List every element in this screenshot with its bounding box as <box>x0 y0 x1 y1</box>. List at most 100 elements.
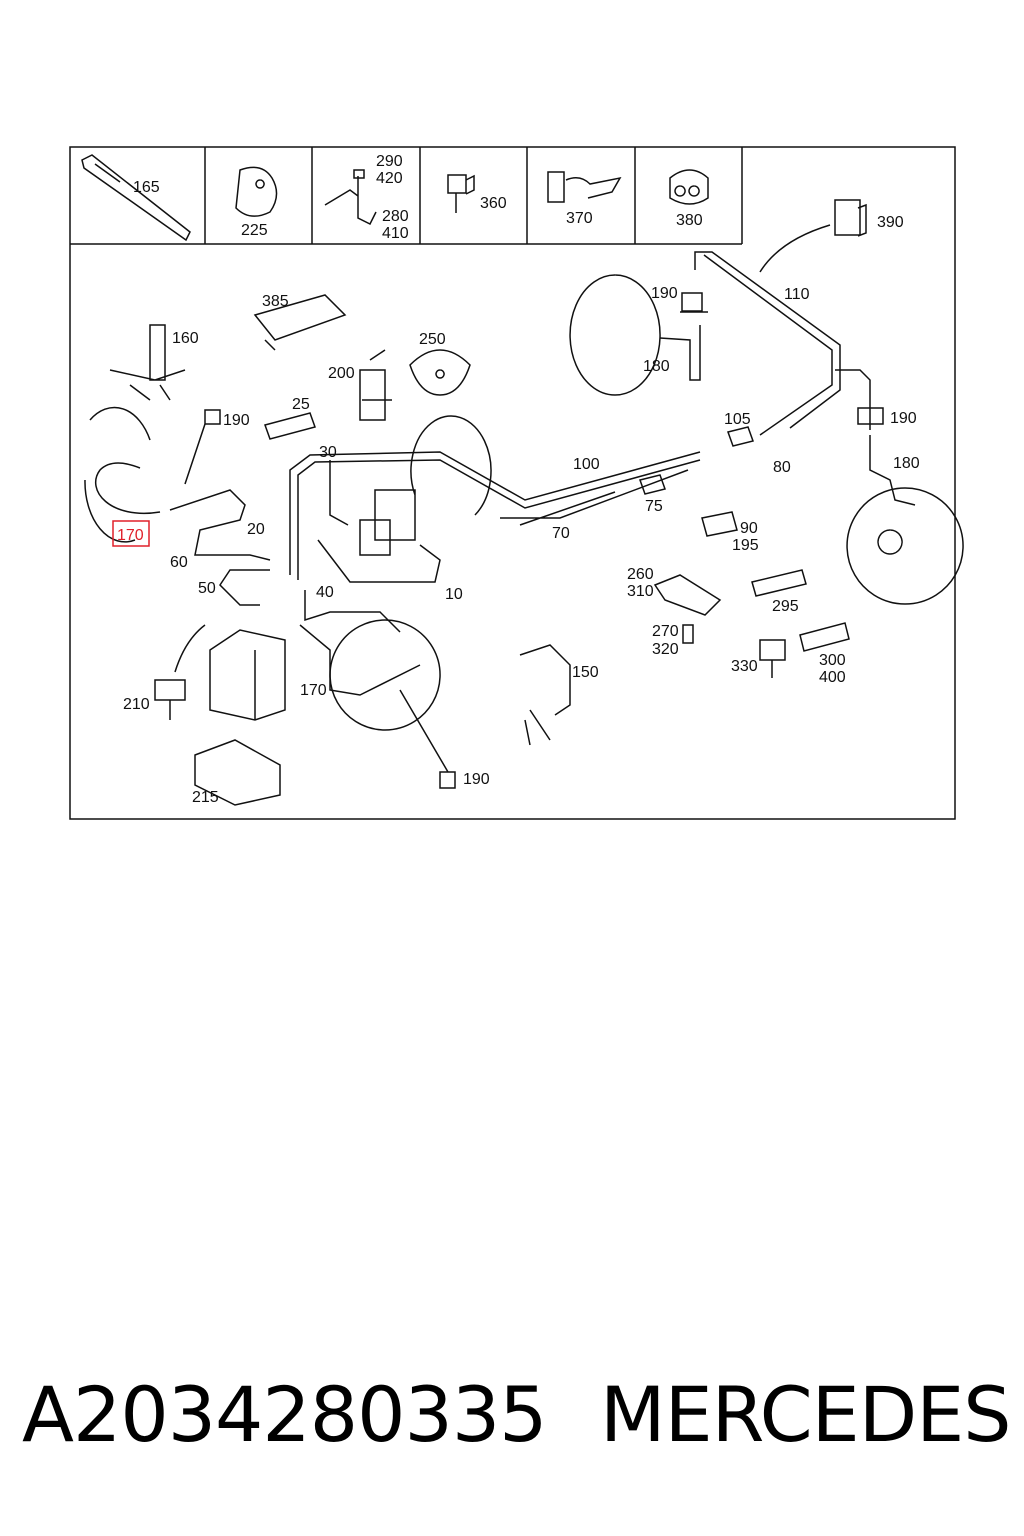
part-number: A2034280335 <box>22 1370 548 1459</box>
brake-line-100b <box>297 459 701 580</box>
sleeve-25 <box>264 412 316 440</box>
label-70: 70 <box>552 525 570 542</box>
bracket-160 <box>109 324 186 401</box>
label-180-a: 180 <box>643 358 670 375</box>
brake-line-110 <box>694 251 841 429</box>
label-170-b: 170 <box>300 682 327 699</box>
clamp-370-sketch <box>547 171 622 203</box>
brake-line-30 <box>329 460 349 526</box>
sleeve-295 <box>751 569 807 597</box>
sensor-150 <box>519 644 571 746</box>
diagram-frame <box>69 146 956 820</box>
brake-line-70-80 <box>500 469 689 526</box>
label-260: 260 <box>627 566 654 583</box>
label-190-d: 190 <box>463 771 490 788</box>
brake-line-rear-right <box>835 369 871 430</box>
clip-190-b <box>184 409 221 485</box>
label-215: 215 <box>192 789 219 806</box>
label-20: 20 <box>247 521 265 538</box>
label-380: 380 <box>676 212 703 229</box>
connector-330 <box>759 639 786 678</box>
label-330: 330 <box>731 658 758 675</box>
brake-hose-170-left <box>94 462 161 515</box>
brake-line-40 <box>304 590 401 633</box>
part-labels: 165 225 290 420 280 410 360 370 380 390 … <box>123 153 920 806</box>
cable-tie-sketch <box>81 154 191 242</box>
label-90: 90 <box>740 520 758 537</box>
grommet-380-sketch <box>669 169 709 205</box>
hose-180-front <box>869 435 916 506</box>
brake-line-100 <box>289 451 701 575</box>
label-80: 80 <box>773 459 791 476</box>
bracket-260 <box>653 574 722 616</box>
label-100: 100 <box>573 456 600 473</box>
label-190-a: 190 <box>651 285 678 302</box>
bracket-215 <box>194 739 281 806</box>
footer: A2034280335 MERCEDES <box>22 1370 1012 1470</box>
label-50: 50 <box>198 580 216 597</box>
rear-top-disc <box>569 274 661 396</box>
label-210: 210 <box>123 696 150 713</box>
label-60: 60 <box>170 554 188 571</box>
sleeve-300 <box>799 622 850 652</box>
sleeve-90 <box>701 511 738 537</box>
clip-225-sketch <box>235 166 278 217</box>
label-370: 370 <box>566 210 593 227</box>
front-right-disc <box>846 487 964 605</box>
label-290: 290 <box>376 153 403 170</box>
connector-360-sketch <box>447 174 475 213</box>
hose-180-rear <box>659 325 701 381</box>
label-295: 295 <box>772 598 799 615</box>
brake-line-60 <box>169 489 271 561</box>
sleeve-75 <box>639 474 666 495</box>
bracket-280-sketch <box>324 169 377 226</box>
label-225: 225 <box>241 222 268 239</box>
connector-210 <box>154 679 186 720</box>
label-150: 150 <box>572 664 599 681</box>
label-190-b: 190 <box>223 412 250 429</box>
label-400: 400 <box>819 669 846 686</box>
label-190-c: 190 <box>890 410 917 427</box>
nut-105 <box>727 426 754 447</box>
clip-190-a <box>680 292 708 313</box>
label-40: 40 <box>316 584 334 601</box>
label-195: 195 <box>732 537 759 554</box>
label-250: 250 <box>419 331 446 348</box>
brake-line-110b <box>703 254 833 436</box>
label-420: 420 <box>376 170 403 187</box>
clip-190-c <box>857 407 884 425</box>
label-390: 390 <box>877 214 904 231</box>
brake-line-10 <box>317 539 441 583</box>
label-385: 385 <box>262 293 289 310</box>
label-320: 320 <box>652 641 679 658</box>
label-30: 30 <box>319 444 337 461</box>
brake-line-rear-left <box>299 624 421 696</box>
label-280: 280 <box>382 208 409 225</box>
label-110: 110 <box>784 286 810 303</box>
brake-line-50 <box>219 569 270 606</box>
label-75: 75 <box>645 498 663 515</box>
arrow-390 <box>759 224 831 273</box>
highlight-box <box>112 520 150 547</box>
abs-arrow <box>174 624 206 673</box>
block-385 <box>253 294 347 351</box>
label-410: 410 <box>382 225 409 242</box>
label-105: 105 <box>724 411 751 428</box>
label-165: 165 <box>133 179 160 196</box>
label-10: 10 <box>445 586 463 603</box>
label-25: 25 <box>292 396 310 413</box>
front-left-disc <box>84 406 151 543</box>
label-200: 200 <box>328 365 355 382</box>
label-310: 310 <box>627 583 654 600</box>
brake-booster <box>359 415 492 556</box>
highlight-label: 170 <box>117 527 144 544</box>
clip-250 <box>409 349 471 396</box>
nipple-270 <box>682 624 694 644</box>
parts-strip <box>70 147 743 245</box>
label-270: 270 <box>652 623 679 640</box>
rear-disc <box>329 619 441 731</box>
connector-390 <box>834 199 867 237</box>
clip-190-d <box>399 689 456 789</box>
label-360: 360 <box>480 195 507 212</box>
